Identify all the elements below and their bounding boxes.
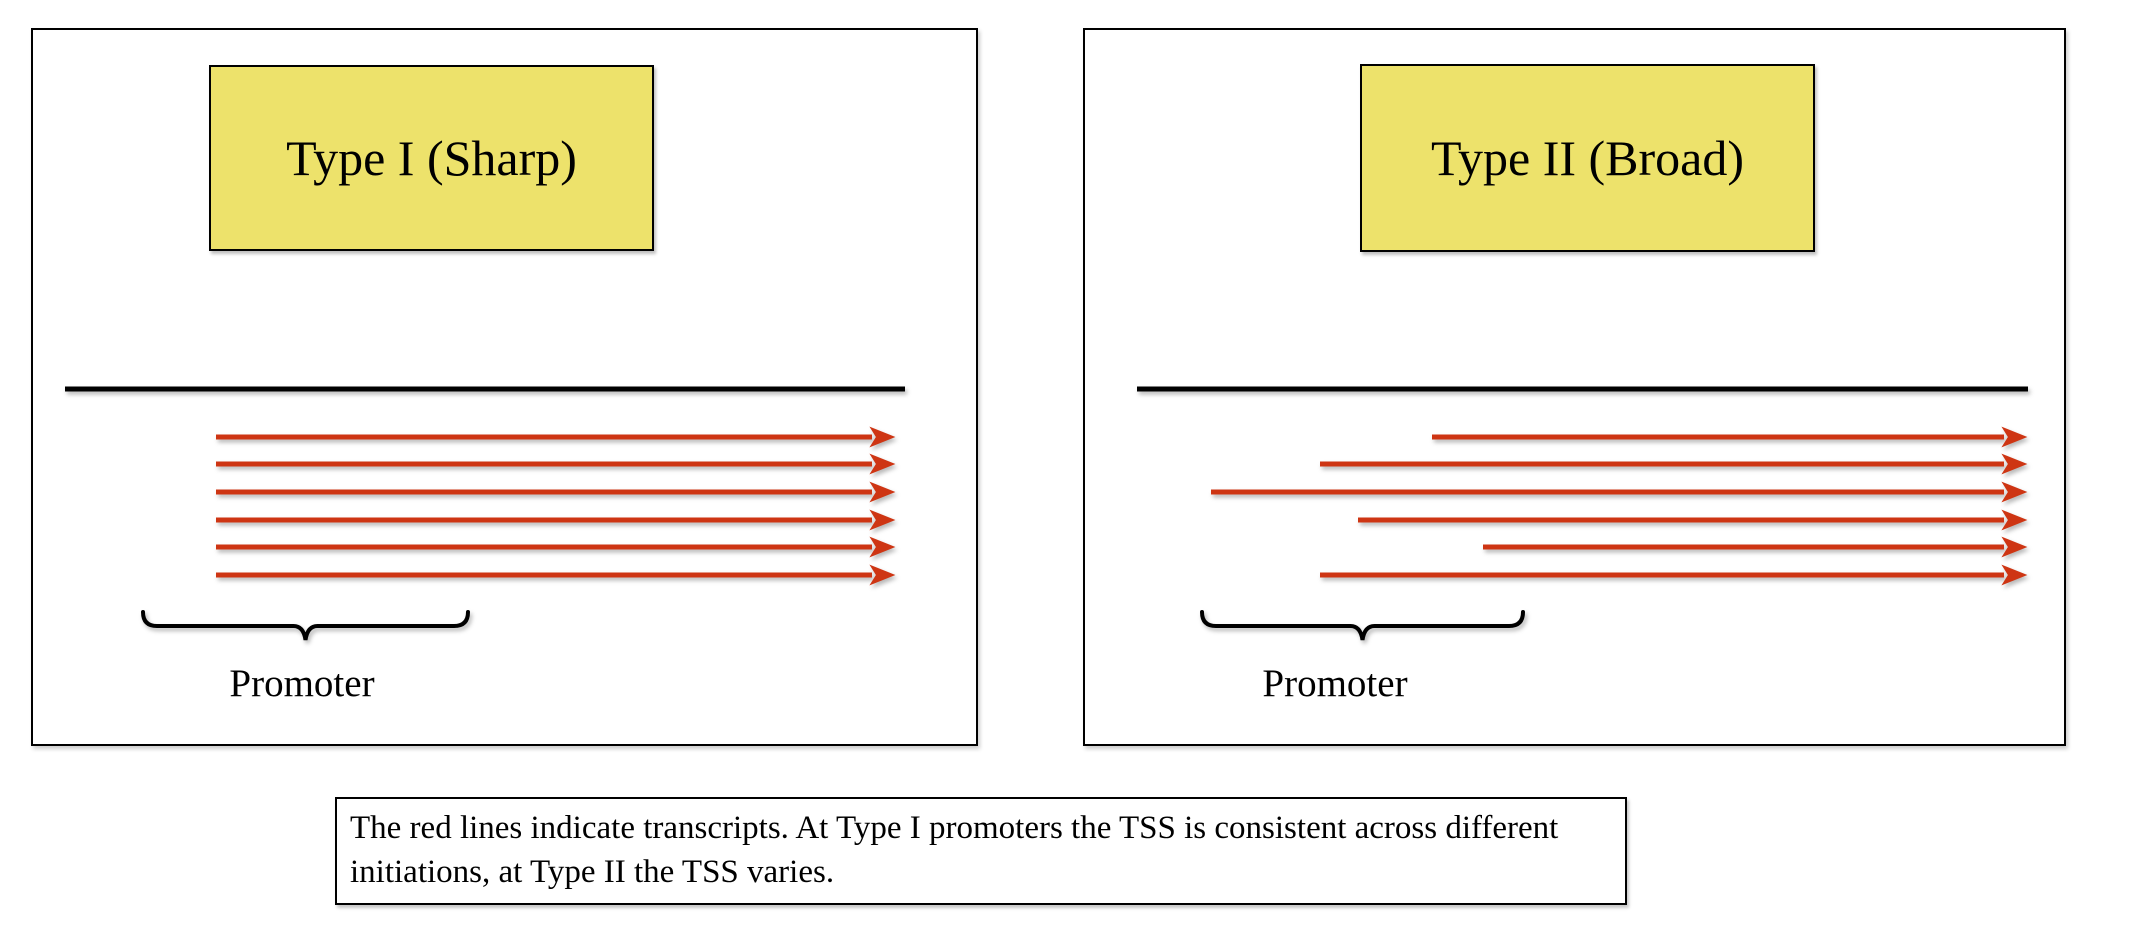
type1-title-box: Type I (Sharp) bbox=[209, 65, 654, 251]
type2-promoter-label: Promoter bbox=[1262, 662, 1408, 705]
caption-box: The red lines indicate transcripts. At T… bbox=[335, 797, 1627, 905]
panel-type2: Type II (Broad) Promoter bbox=[1083, 28, 2066, 746]
type2-title: Type II (Broad) bbox=[1430, 130, 1745, 186]
type2-title-box: Type II (Broad) bbox=[1360, 64, 1815, 252]
type1-promoter-label: Promoter bbox=[229, 662, 375, 705]
type1-title: Type I (Sharp) bbox=[286, 130, 577, 186]
panel-type1: Type I (Sharp) Promoter bbox=[31, 28, 978, 746]
caption-text: The red lines indicate transcripts. At T… bbox=[350, 810, 1559, 890]
